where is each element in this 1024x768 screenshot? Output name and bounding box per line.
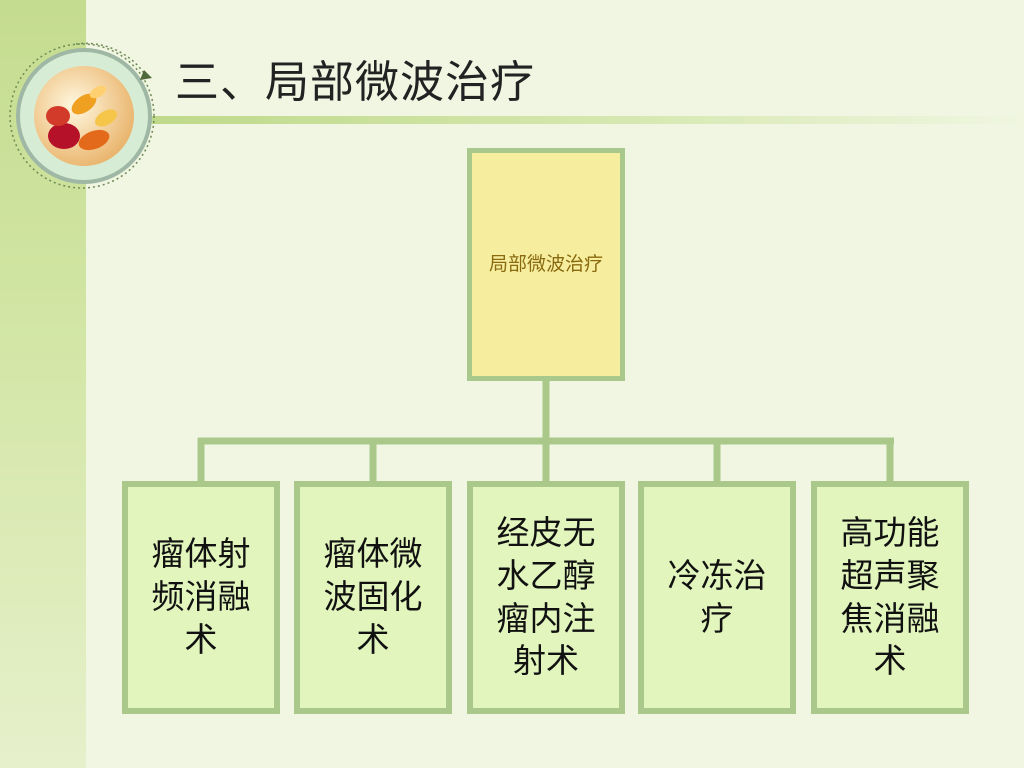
- child-node-label: 经皮无水乙醇瘤内注射术: [496, 512, 596, 681]
- pills-in-circle-icon: [9, 42, 155, 189]
- child-node-label: 冷冻治疗: [667, 555, 767, 638]
- child-node-ethanol-injection: 经皮无水乙醇瘤内注射术: [467, 481, 625, 714]
- child-node-label: 瘤体射频消融术: [151, 534, 251, 659]
- title-underline: [150, 116, 1024, 124]
- root-node-label: 局部微波治疗: [488, 253, 603, 276]
- child-node-cryotherapy: 冷冻治疗: [638, 481, 796, 714]
- child-node-label: 高功能超声聚焦消融术: [840, 512, 940, 681]
- child-node-rf-ablation: 瘤体射频消融术: [122, 481, 280, 714]
- child-node-microwave-coagulation: 瘤体微波固化术: [294, 481, 452, 714]
- child-node-hifu-ablation: 高功能超声聚焦消融术: [811, 481, 969, 714]
- root-node: 局部微波治疗: [467, 148, 625, 381]
- child-node-label: 瘤体微波固化术: [323, 534, 423, 659]
- slide-title: 三、局部微波治疗: [175, 57, 535, 108]
